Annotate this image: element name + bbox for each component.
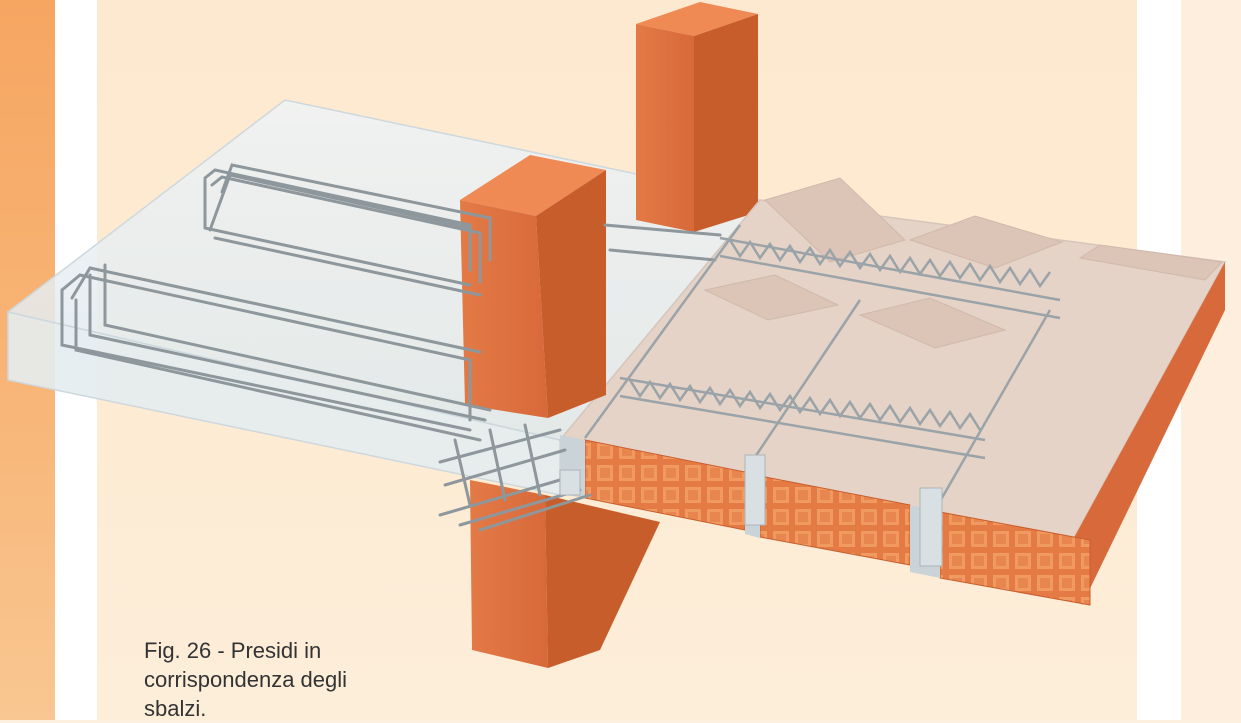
rebar-bar <box>488 428 507 502</box>
floor-slab-side <box>1070 262 1225 605</box>
rebar-bar <box>438 478 562 517</box>
brick-wall-lower-side <box>545 495 660 668</box>
rebar-bar <box>60 273 472 422</box>
joist-plate <box>744 454 766 526</box>
brick-wall-back-front <box>636 24 694 232</box>
rebar-bar <box>478 493 592 532</box>
rebar-edge-beam <box>438 223 722 532</box>
rebar-bar <box>208 173 472 232</box>
girder-chord <box>933 309 1052 511</box>
rebar-bar <box>103 263 492 412</box>
girder-zigzag <box>728 239 1052 289</box>
rebar-bar <box>210 175 482 284</box>
rebar-cantilever <box>60 163 492 442</box>
rebar-bar <box>70 266 482 354</box>
girder-zigzag <box>628 379 982 431</box>
rebar-bar <box>74 298 482 442</box>
rebar-bar <box>453 438 472 507</box>
brick-wall-front-top <box>460 155 606 216</box>
rebar-bar <box>88 273 487 422</box>
rebar-bar <box>458 488 582 527</box>
brick-wall-front-face <box>460 200 548 418</box>
brick-wall-lower-front <box>470 480 548 668</box>
joist-plate <box>559 469 581 496</box>
floor-slab <box>558 177 1227 605</box>
rebar-bar <box>203 226 472 287</box>
block-top <box>858 297 1007 349</box>
rebar-bar <box>203 168 472 272</box>
rebar-bar <box>60 288 472 432</box>
lattice-girders <box>583 224 1061 511</box>
block-top <box>908 215 1064 269</box>
brick-wall-front <box>460 155 606 418</box>
girder-chord <box>743 299 862 473</box>
block-top <box>703 274 840 321</box>
girder-chord <box>719 236 1061 302</box>
figure-caption: Fig. 26 - Presidi in corrispondenza degl… <box>144 638 348 721</box>
rebar-bar <box>603 223 722 237</box>
girder-chord <box>583 224 742 439</box>
rebar-bar <box>608 248 717 262</box>
girder-chord <box>619 394 986 460</box>
brick-wall-front-side <box>536 170 606 418</box>
brick-wall-back <box>636 2 758 232</box>
rebar-bar <box>213 236 482 297</box>
block-top <box>764 177 906 263</box>
brick-wall-lower <box>470 480 660 668</box>
rebar-bar <box>523 423 542 497</box>
block-top <box>1078 244 1224 281</box>
rebar-bar <box>220 163 492 262</box>
joist-supports <box>559 454 943 567</box>
brick-wall-back-top <box>636 2 758 36</box>
brick-wall-back-side <box>694 14 758 232</box>
girder-chord <box>719 254 1061 320</box>
joist-plate <box>919 487 943 567</box>
